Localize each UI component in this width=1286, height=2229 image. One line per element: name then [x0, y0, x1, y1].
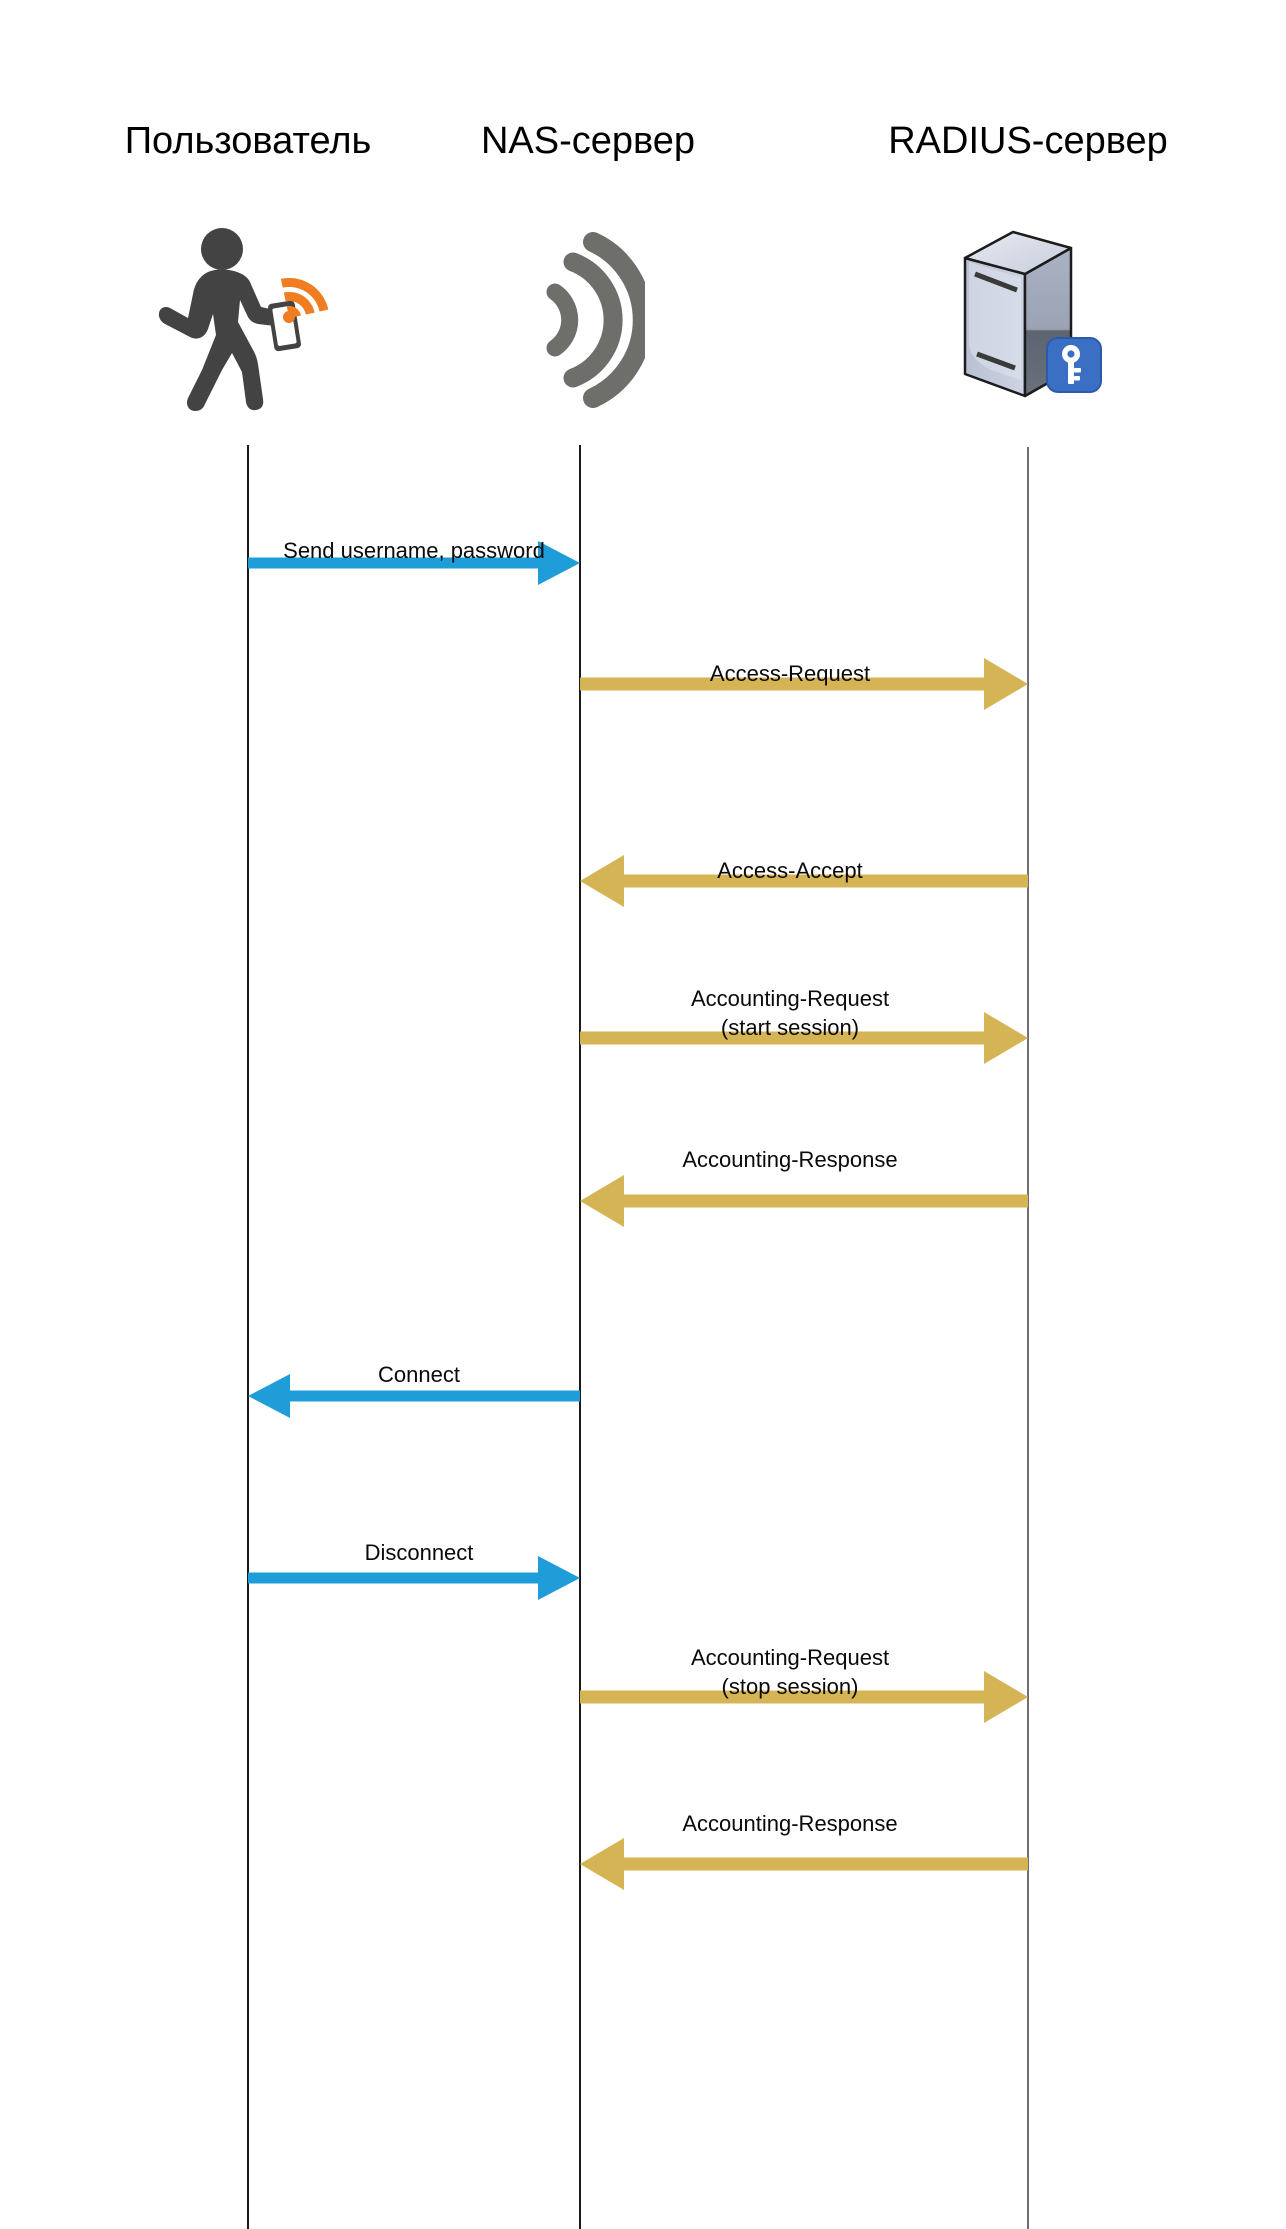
arrow-right [580, 658, 1028, 710]
arrow-left [248, 1374, 580, 1418]
wifi-waves-icon [515, 230, 653, 410]
lifeline-radius [1027, 447, 1029, 2229]
message-m7 [248, 1552, 580, 1604]
actor-title-user: Пользователь [124, 120, 372, 162]
message-label-m2: Access-Request [709, 661, 871, 686]
message-m5 [580, 1171, 1028, 1231]
arrow-left [580, 1175, 1028, 1227]
message-label-m5: Accounting-Response [682, 1147, 898, 1172]
message-label-m9: Accounting-Response [682, 1811, 898, 1836]
message-m8 [580, 1667, 1028, 1727]
lifeline-nas [579, 445, 581, 2229]
arrow-shape [248, 1374, 580, 1418]
arrow-shape [580, 1012, 1028, 1064]
arrow-shape [580, 855, 1028, 907]
arrow-shape [248, 541, 580, 585]
message-m4 [580, 1008, 1028, 1068]
arrow-shape [248, 1556, 580, 1600]
message-m1 [248, 537, 580, 589]
arrow-right [580, 1671, 1028, 1723]
arrow-shape [580, 1175, 1028, 1227]
actor-title-radius: RADIUS-сервер [888, 120, 1168, 162]
message-label-m3: Access-Accept [717, 858, 863, 883]
message-m9 [580, 1834, 1028, 1894]
message-label-m8: Accounting-Request (stop session) [690, 1645, 890, 1699]
arrow-shape [580, 1671, 1028, 1723]
arrow-left [580, 855, 1028, 907]
server-with-key-badge-icon [953, 222, 1103, 407]
lifeline-user [247, 445, 249, 2229]
arrow-left [580, 1838, 1028, 1890]
message-label-m1: Send username, password [283, 538, 545, 563]
message-m3 [580, 851, 1028, 911]
actor-title-nas: NAS-сервер [480, 120, 696, 162]
message-label-m7: Disconnect [364, 1540, 474, 1565]
arrow-shape [580, 658, 1028, 710]
walking-person-with-phone-wifi-icon [158, 222, 338, 412]
arrow-right [248, 541, 580, 585]
message-label-m4: Accounting-Request (start session) [690, 986, 890, 1040]
message-m6 [248, 1370, 580, 1422]
arrow-shape [580, 1838, 1028, 1890]
arrow-right [580, 1012, 1028, 1064]
message-m2 [580, 654, 1028, 714]
arrow-right [248, 1556, 580, 1600]
message-label-m6: Connect [378, 1362, 460, 1387]
